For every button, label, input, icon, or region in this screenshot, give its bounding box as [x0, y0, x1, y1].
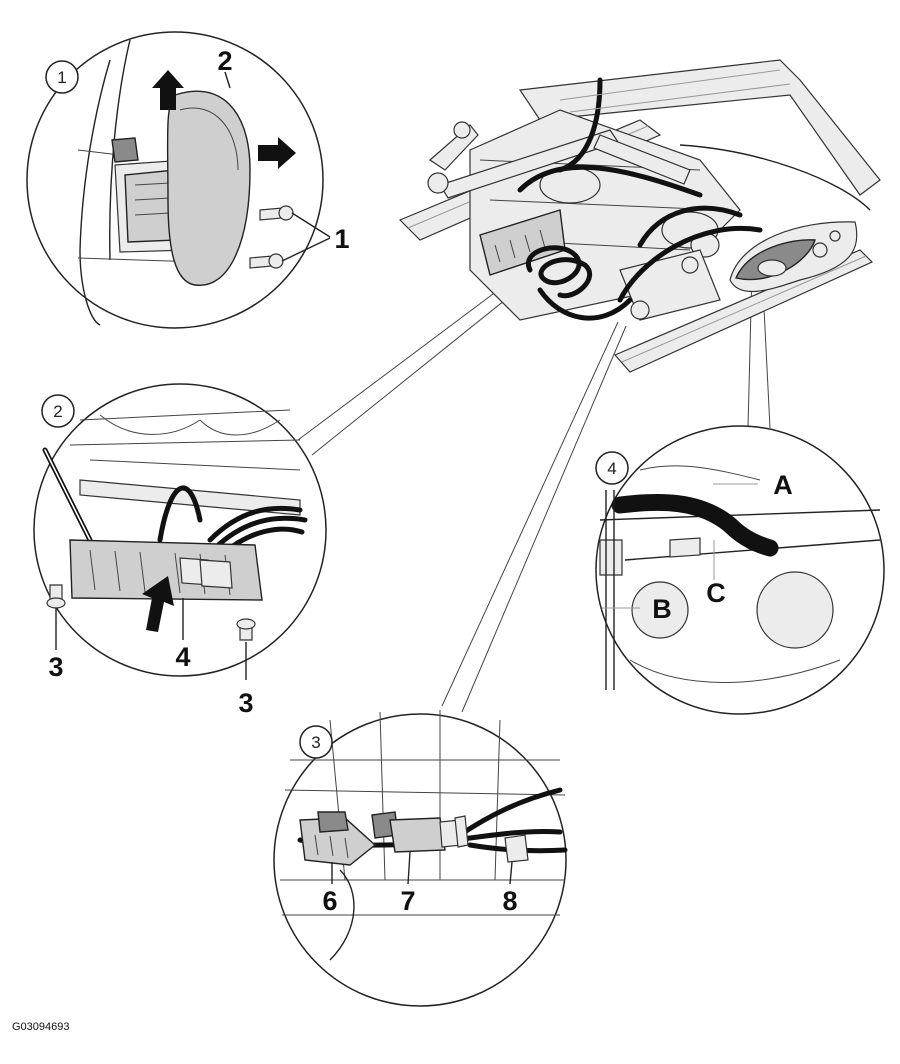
direction-arrow-right-icon — [258, 137, 296, 169]
detail-badge-1: 1 — [57, 68, 66, 87]
callout-C: C — [706, 578, 726, 608]
callout-1: 1 — [334, 224, 349, 254]
callout-4: 4 — [175, 642, 190, 672]
detail-view-4: 4 A B C — [595, 425, 885, 715]
detail-view-3: 3 6 7 8 — [273, 710, 568, 1007]
detail-badge-4: 4 — [607, 459, 616, 478]
seat-frame-assembly — [398, 59, 881, 373]
callout-7: 7 — [400, 886, 415, 916]
detail-view-2: 2 3 4 3 — [33, 383, 327, 718]
detail-leader-lines — [297, 267, 771, 713]
callout-A: A — [773, 470, 793, 500]
detail-badge-2: 2 — [53, 402, 62, 421]
callout-8: 8 — [502, 886, 517, 916]
direction-arrow-up-icon — [152, 70, 184, 110]
figure-id: G03094693 — [12, 1021, 70, 1033]
callout-3-right: 3 — [238, 688, 253, 718]
direction-arrow-insert-icon — [142, 576, 174, 632]
detail-badge-3: 3 — [311, 733, 320, 752]
callout-3-left: 3 — [48, 652, 63, 682]
callout-2: 2 — [217, 46, 232, 76]
callout-B: B — [652, 594, 672, 624]
callout-6: 6 — [322, 886, 337, 916]
detail-view-1: 1 1 2 — [26, 31, 350, 329]
